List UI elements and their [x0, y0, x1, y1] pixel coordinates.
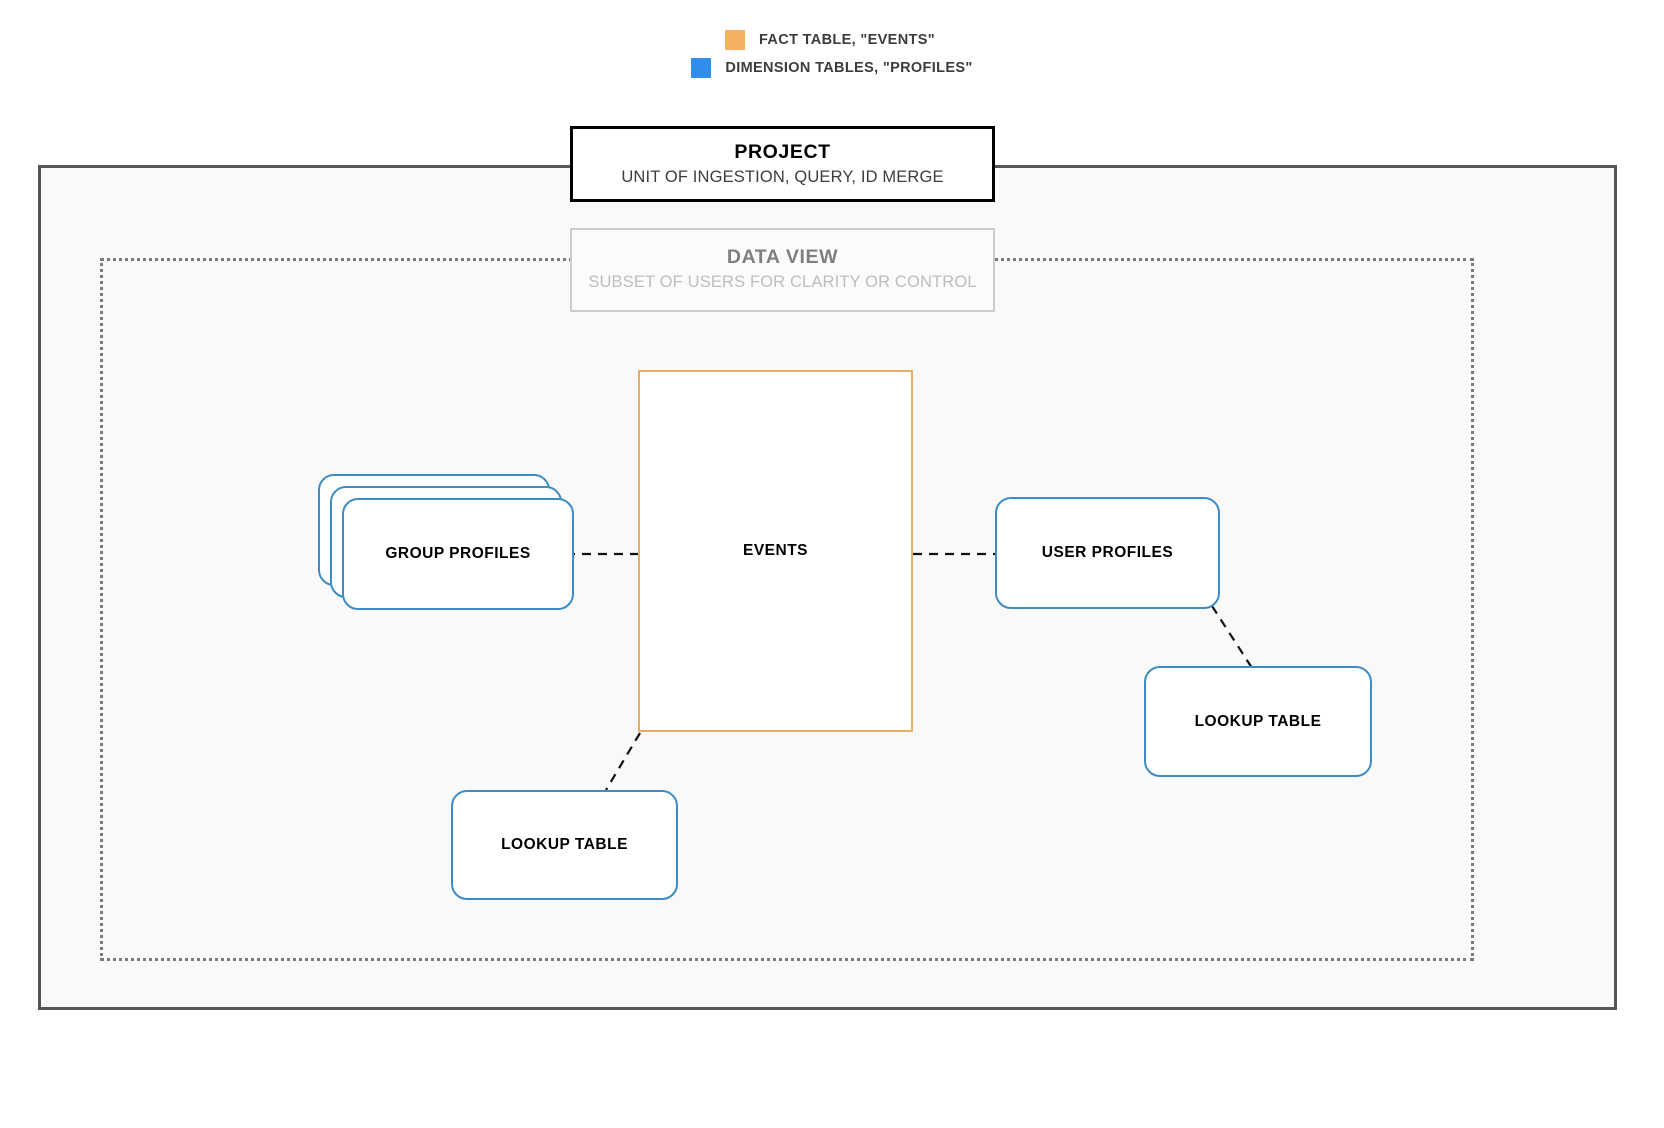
orange-square-icon [725, 30, 746, 50]
legend-item-fact-table: FACT TABLE, "EVENTS" [0, 26, 1664, 54]
node-group-profiles-label: GROUP PROFILES [385, 545, 531, 562]
data-view-title-box: DATA VIEW SUBSET OF USERS FOR CLARITY OR… [570, 228, 995, 312]
node-lookup-table-left[interactable]: LOOKUP TABLE [451, 790, 678, 900]
node-lookup-table-right[interactable]: LOOKUP TABLE [1144, 666, 1372, 777]
node-lookup-table-right-label: LOOKUP TABLE [1194, 712, 1322, 730]
data-view-title: DATA VIEW [726, 246, 839, 268]
data-view-subtitle: SUBSET OF USERS FOR CLARITY OR CONTROL [588, 273, 977, 291]
node-user-profiles-label: USER PROFILES [1041, 544, 1174, 561]
blue-square-icon [691, 58, 712, 78]
node-lookup-table-left-label: LOOKUP TABLE [501, 836, 628, 853]
node-events-label: EVENTS [742, 542, 808, 559]
group-profiles-stack-card-front[interactable]: GROUP PROFILES [342, 498, 574, 610]
project-subtitle: UNIT OF INGESTION, QUERY, ID MERGE [621, 168, 944, 186]
legend-label-dimension-tables: DIMENSION TABLES, "PROFILES" [725, 60, 973, 76]
node-events[interactable]: EVENTS [638, 370, 913, 732]
legend: FACT TABLE, "EVENTS" DIMENSION TABLES, "… [0, 26, 1664, 82]
legend-label-fact-table: FACT TABLE, "EVENTS" [759, 32, 935, 48]
node-group-profiles[interactable]: GROUP PROFILES [318, 474, 574, 610]
project-title-box: PROJECT UNIT OF INGESTION, QUERY, ID MER… [570, 126, 995, 202]
node-user-profiles[interactable]: USER PROFILES [995, 497, 1220, 609]
project-title: PROJECT [734, 141, 831, 163]
legend-item-dimension-tables: DIMENSION TABLES, "PROFILES" [0, 54, 1664, 82]
